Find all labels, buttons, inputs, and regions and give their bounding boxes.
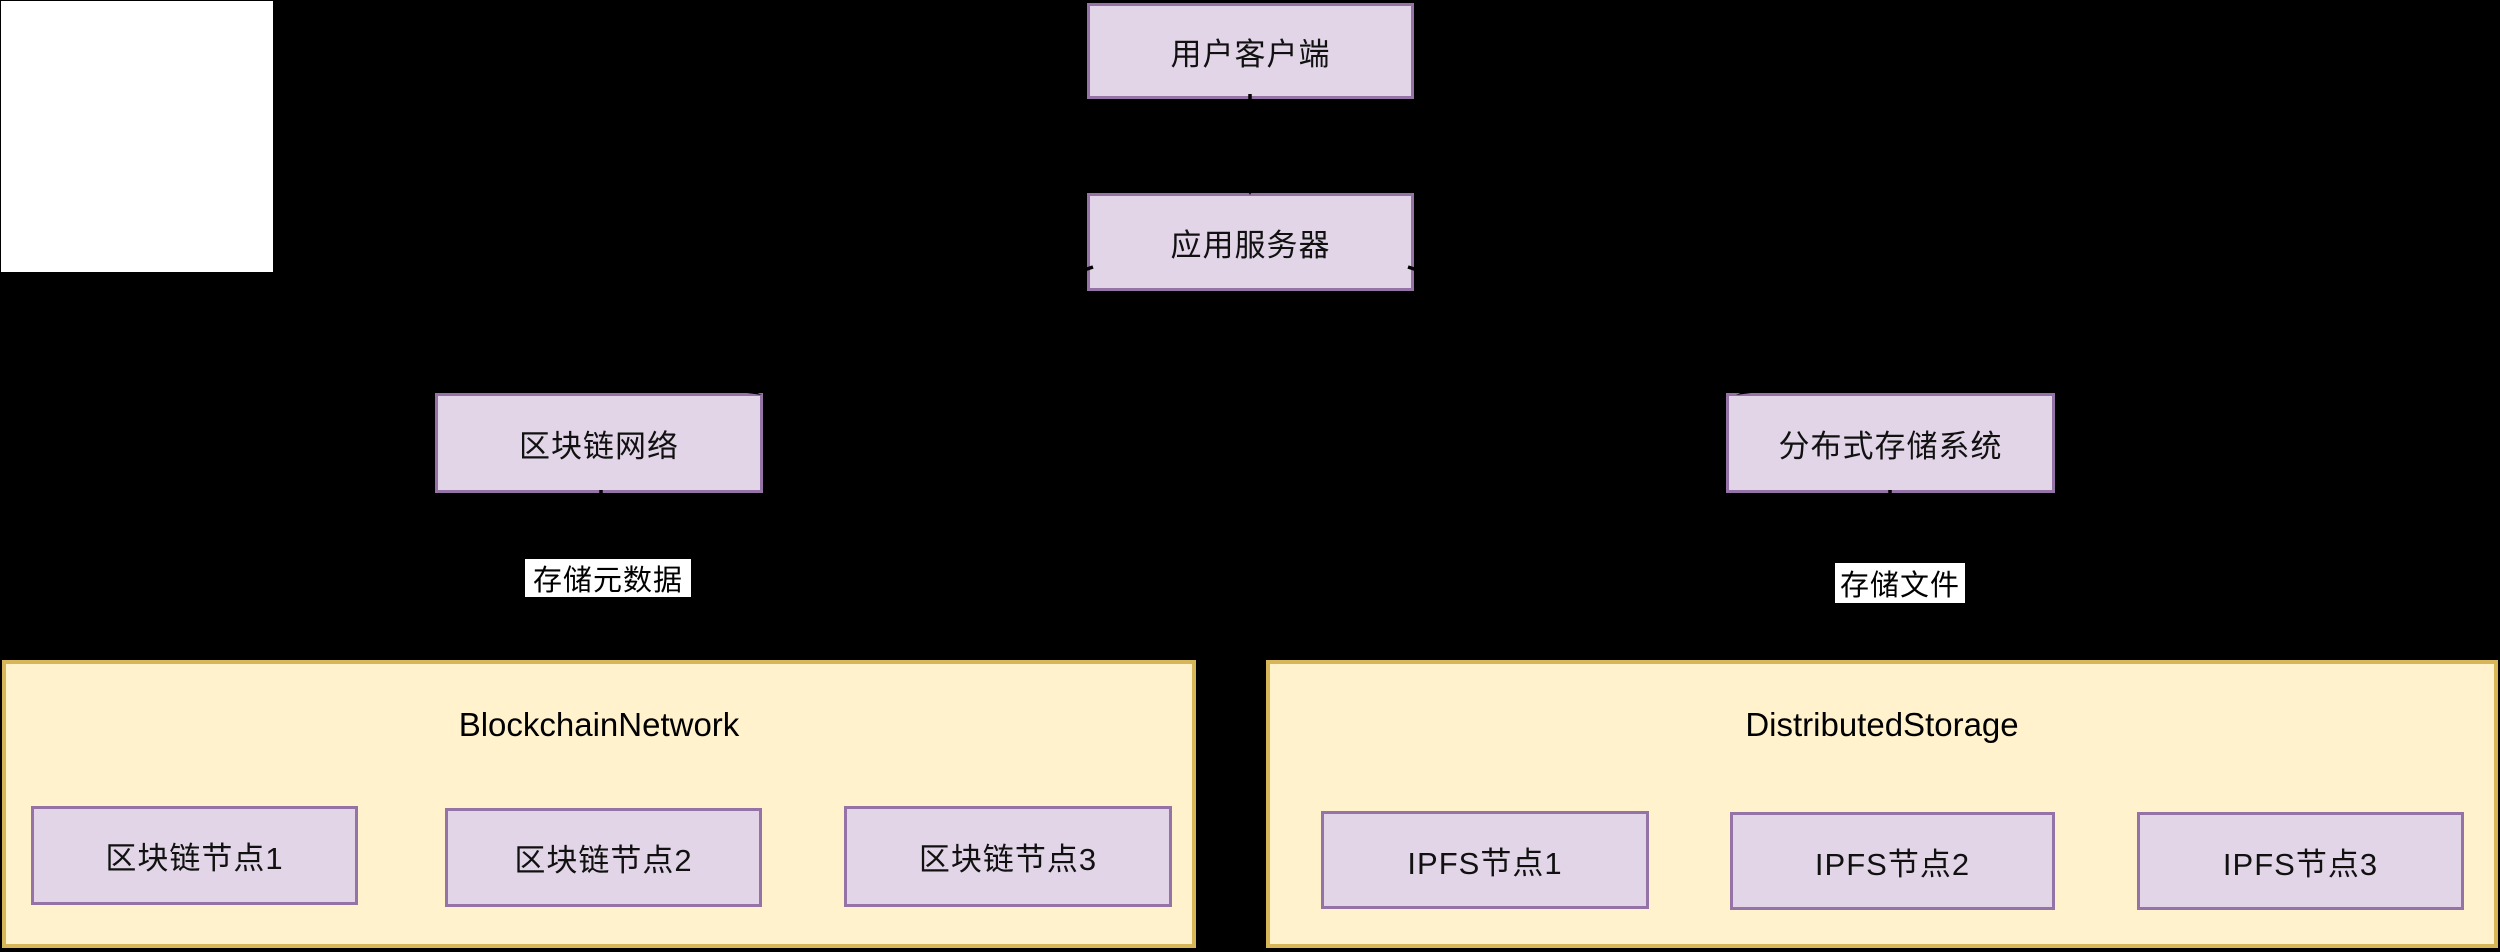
subgraph-blockchain-network: BlockchainNetwork 区块链节点1 区块链节点2 区块链节点3: [2, 660, 1196, 948]
node-ipfs-node-2: IPFS节点2: [1730, 812, 2055, 910]
edge-app-server-to-blockchain-network: [718, 265, 1094, 395]
node-ipfs-node-1: IPFS节点1: [1321, 811, 1649, 909]
node-distributed-storage: 分布式存储系统: [1726, 393, 2055, 493]
subgraph-title: DistributedStorage: [1745, 706, 2019, 743]
node-blockchain-network: 区块链网络: [435, 393, 763, 493]
subgraph-title: BlockchainNetwork: [458, 706, 740, 743]
node-app-server: 应用服务器: [1087, 193, 1414, 291]
node-ipfs-node-3: IPFS节点3: [2137, 812, 2464, 910]
edge-app-server-to-distributed-storage: [1407, 265, 1780, 395]
edge-label-store-metadata: 存储元数据: [525, 559, 691, 597]
white-placeholder-box: [1, 1, 273, 272]
subgraph-distributed-storage: DistributedStorage IPFS节点1 IPFS节点2 IPFS节…: [1266, 660, 2498, 948]
node-user-client: 用户客户端: [1087, 3, 1414, 99]
edge-user-client-to-app-server: [1242, 94, 1258, 195]
node-blockchain-node-2: 区块链节点2: [445, 808, 762, 907]
node-blockchain-node-3: 区块链节点3: [844, 806, 1172, 907]
node-blockchain-node-1: 区块链节点1: [31, 806, 358, 905]
edge-label-store-files: 存储文件: [1835, 563, 1965, 603]
